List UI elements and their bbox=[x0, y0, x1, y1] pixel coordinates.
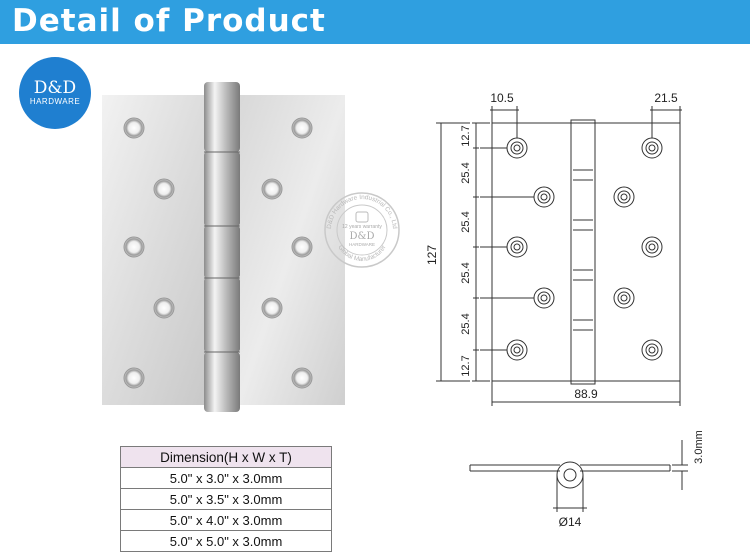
hinge-knuckle bbox=[204, 226, 240, 278]
table-cell: 5.0" x 3.5" x 3.0mm bbox=[120, 488, 332, 510]
seal-warranty: 12 years warranty bbox=[342, 224, 382, 230]
dim-vertical-2: 25.4 bbox=[460, 162, 472, 183]
header-banner: Detail of Product bbox=[0, 0, 750, 44]
table-row: 5.0" x 4.0" x 3.0mm bbox=[120, 509, 332, 531]
screw-hole bbox=[153, 178, 175, 200]
dim-top-left: 10.5 bbox=[490, 91, 514, 105]
screw-hole bbox=[123, 367, 145, 389]
screw-hole bbox=[123, 117, 145, 139]
dimension-table: Dimension(H x W x T) 5.0" x 3.0" x 3.0mm… bbox=[120, 446, 332, 552]
hinge-left-leaf bbox=[102, 95, 210, 405]
table-row: 5.0" x 5.0" x 3.0mm bbox=[120, 530, 332, 552]
hinge-knuckle bbox=[204, 152, 240, 226]
brand-logo: D&D HARDWARE bbox=[19, 57, 91, 129]
dim-vertical-5: 25.4 bbox=[460, 313, 472, 334]
drawing-outline bbox=[491, 122, 681, 382]
dim-top-right: 21.5 bbox=[654, 91, 678, 105]
hinge-knuckle bbox=[204, 352, 240, 412]
hinge-knuckle bbox=[204, 82, 240, 152]
hinge-right-leaf bbox=[238, 95, 345, 405]
logo-subtitle: HARDWARE bbox=[29, 97, 81, 106]
dim-thickness: 3.0mm bbox=[693, 430, 705, 464]
page-title: Detail of Product bbox=[12, 3, 326, 39]
dim-vertical-1: 12.7 bbox=[460, 125, 472, 146]
table-cell: 5.0" x 5.0" x 3.0mm bbox=[120, 530, 332, 552]
technical-drawing: 10.5 21.5 88.9 127 12.7 25.4 25.4 25.4 2… bbox=[425, 91, 682, 406]
screw-hole bbox=[291, 117, 313, 139]
table-row: 5.0" x 3.5" x 3.0mm bbox=[120, 488, 332, 510]
screw-hole bbox=[261, 178, 283, 200]
side-view-drawing: 3.0mm Ø14 bbox=[469, 430, 705, 529]
seal-emblem-icon bbox=[355, 211, 369, 223]
table-header: Dimension(H x W x T) bbox=[120, 446, 332, 468]
dim-diameter: Ø14 bbox=[559, 515, 582, 529]
hinge-knuckle bbox=[204, 278, 240, 352]
drawing-knuckle bbox=[570, 119, 596, 385]
drawing-holes-right bbox=[613, 137, 663, 361]
dim-vertical-3: 25.4 bbox=[460, 211, 472, 232]
seal-brand: D&D bbox=[350, 231, 375, 242]
drawing-holes-left bbox=[506, 137, 555, 361]
dim-vertical-4: 25.4 bbox=[460, 262, 472, 283]
screw-hole bbox=[123, 236, 145, 258]
dim-vertical-6: 12.7 bbox=[460, 355, 472, 376]
logo-brand: D&D bbox=[33, 78, 77, 98]
dim-height: 127 bbox=[425, 245, 439, 265]
dim-width: 88.9 bbox=[574, 387, 598, 401]
screw-hole bbox=[291, 236, 313, 258]
hinge-photo bbox=[102, 82, 345, 412]
seal-subtitle: HARDWARE bbox=[349, 242, 375, 247]
screw-hole bbox=[291, 367, 313, 389]
table-cell: 5.0" x 4.0" x 3.0mm bbox=[120, 509, 332, 531]
table-cell: 5.0" x 3.0" x 3.0mm bbox=[120, 467, 332, 489]
screw-hole bbox=[261, 297, 283, 319]
warranty-seal: D&D Hardware Industrial Co., Ltd Global … bbox=[324, 192, 400, 268]
table-row: 5.0" x 3.0" x 3.0mm bbox=[120, 467, 332, 489]
table-header-row: Dimension(H x W x T) bbox=[120, 446, 332, 468]
screw-hole bbox=[153, 297, 175, 319]
